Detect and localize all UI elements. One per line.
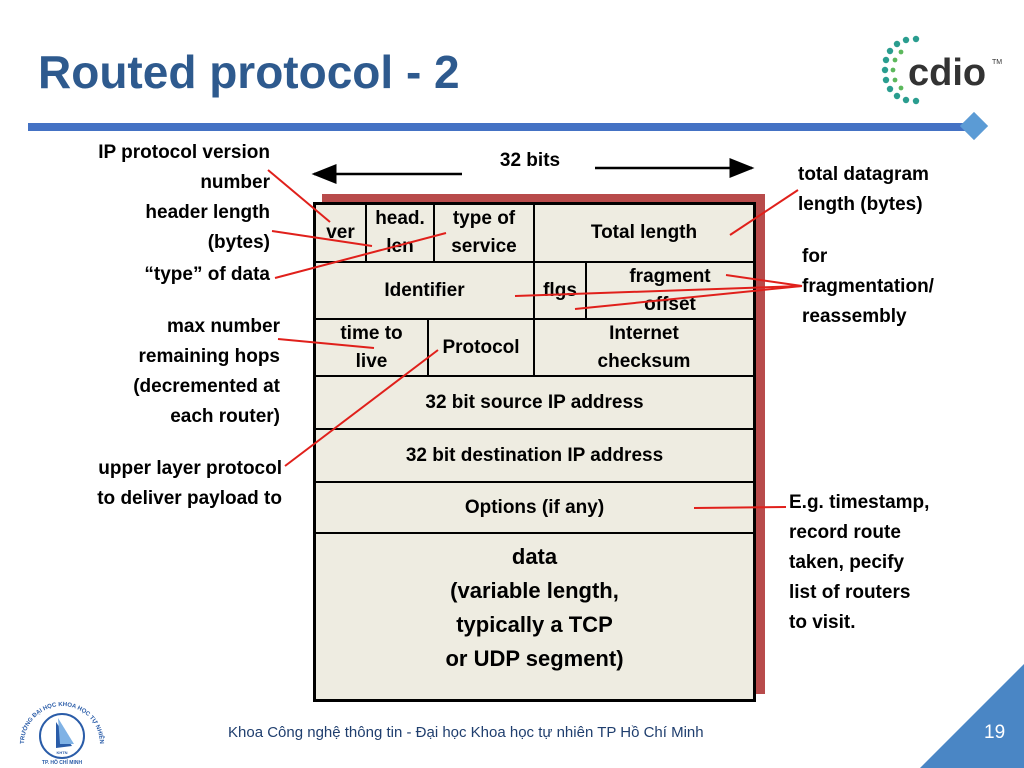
page-number: 19	[984, 722, 1006, 743]
annotation-type-of-data: “type” of data	[144, 264, 270, 285]
slide-title: Routed protocol - 2	[38, 46, 460, 98]
field-total-length: Total length	[534, 204, 754, 262]
callout-ttl	[277, 338, 375, 349]
title-rule	[28, 123, 976, 131]
field-protocol: Protocol	[428, 319, 534, 376]
callout-flags	[514, 285, 803, 297]
university-logo: TRƯỜNG ĐẠI HỌC KHOA HỌC TỰ NHIÊN KHTN TP…	[20, 702, 106, 766]
field-identifier: Identifier	[315, 262, 534, 319]
callout-options	[693, 506, 787, 509]
university-logo-abbr: KHTN	[56, 750, 67, 755]
cdio-logo-tm: TM	[992, 59, 1002, 66]
footer-text: Khoa Công nghệ thông tin - Đại học Khoa …	[228, 724, 704, 741]
callout-fragment-offset	[574, 285, 803, 310]
callout-type-of-service	[274, 232, 447, 279]
field-version: ver	[315, 204, 366, 262]
cdio-logo-text: cdio	[908, 52, 986, 94]
annotation-header-length: header length(bytes)	[145, 202, 270, 253]
corner-triangle	[920, 664, 1024, 768]
callout-header-length	[271, 230, 373, 247]
callout-total-length	[729, 189, 799, 236]
bits-width-label: 32 bits	[499, 150, 561, 171]
university-logo-city: TP. HỒ CHÍ MINH	[42, 758, 83, 766]
field-header-length: head.len	[366, 204, 434, 262]
callout-protocol	[284, 349, 439, 467]
callout-fragment	[725, 274, 803, 287]
annotation-options: E.g. timestamp,record route taken, pecif…	[789, 492, 930, 633]
field-destination-ip: 32 bit destination IP address	[315, 429, 754, 482]
field-options: Options (if any)	[315, 482, 754, 533]
cdio-logo: cdio TM	[881, 35, 1002, 105]
callout-version	[267, 169, 331, 223]
cdio-logo-ring	[881, 35, 920, 105]
field-source-ip: 32 bit source IP address	[315, 376, 754, 429]
